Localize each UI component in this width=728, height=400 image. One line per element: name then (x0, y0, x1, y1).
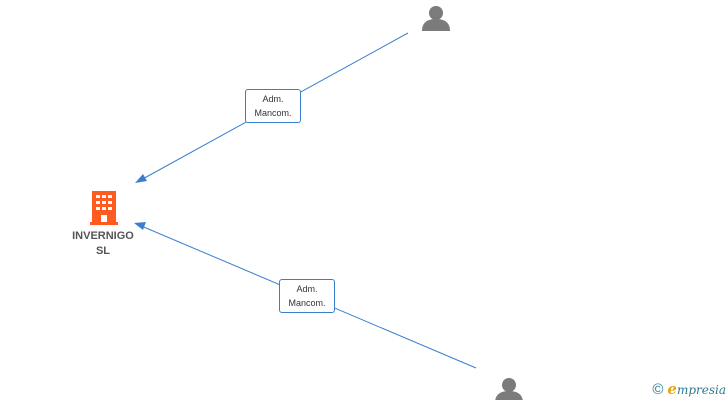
empresia-watermark: © empresia (652, 379, 726, 399)
brand-logo: empresia (667, 380, 726, 398)
person-icon-top[interactable] (422, 6, 450, 31)
edge-label-top: Adm. Mancom. (245, 89, 301, 123)
edge-label-bottom-line2: Mancom. (288, 298, 326, 308)
copyright-symbol: © (652, 380, 664, 398)
edge-label-bottom-line1: Adm. (296, 284, 318, 294)
arrow-head-bottom (134, 222, 146, 230)
edge-label-top-line2: Mancom. (254, 108, 292, 118)
brand-initial: e (667, 380, 677, 398)
edge-label-top-line1: Adm. (262, 94, 284, 104)
person-icon-bottom[interactable] (495, 378, 523, 400)
building-icon[interactable] (90, 191, 118, 225)
company-name[interactable]: INVERNIGO SL (58, 229, 148, 259)
company-name-line2: SL (95, 245, 111, 257)
edge-label-bottom: Adm. Mancom. (279, 279, 335, 313)
brand-rest: mpresia (676, 383, 726, 397)
arrow-head-top (135, 174, 147, 183)
company-name-line1: INVERNIGO (72, 230, 134, 242)
